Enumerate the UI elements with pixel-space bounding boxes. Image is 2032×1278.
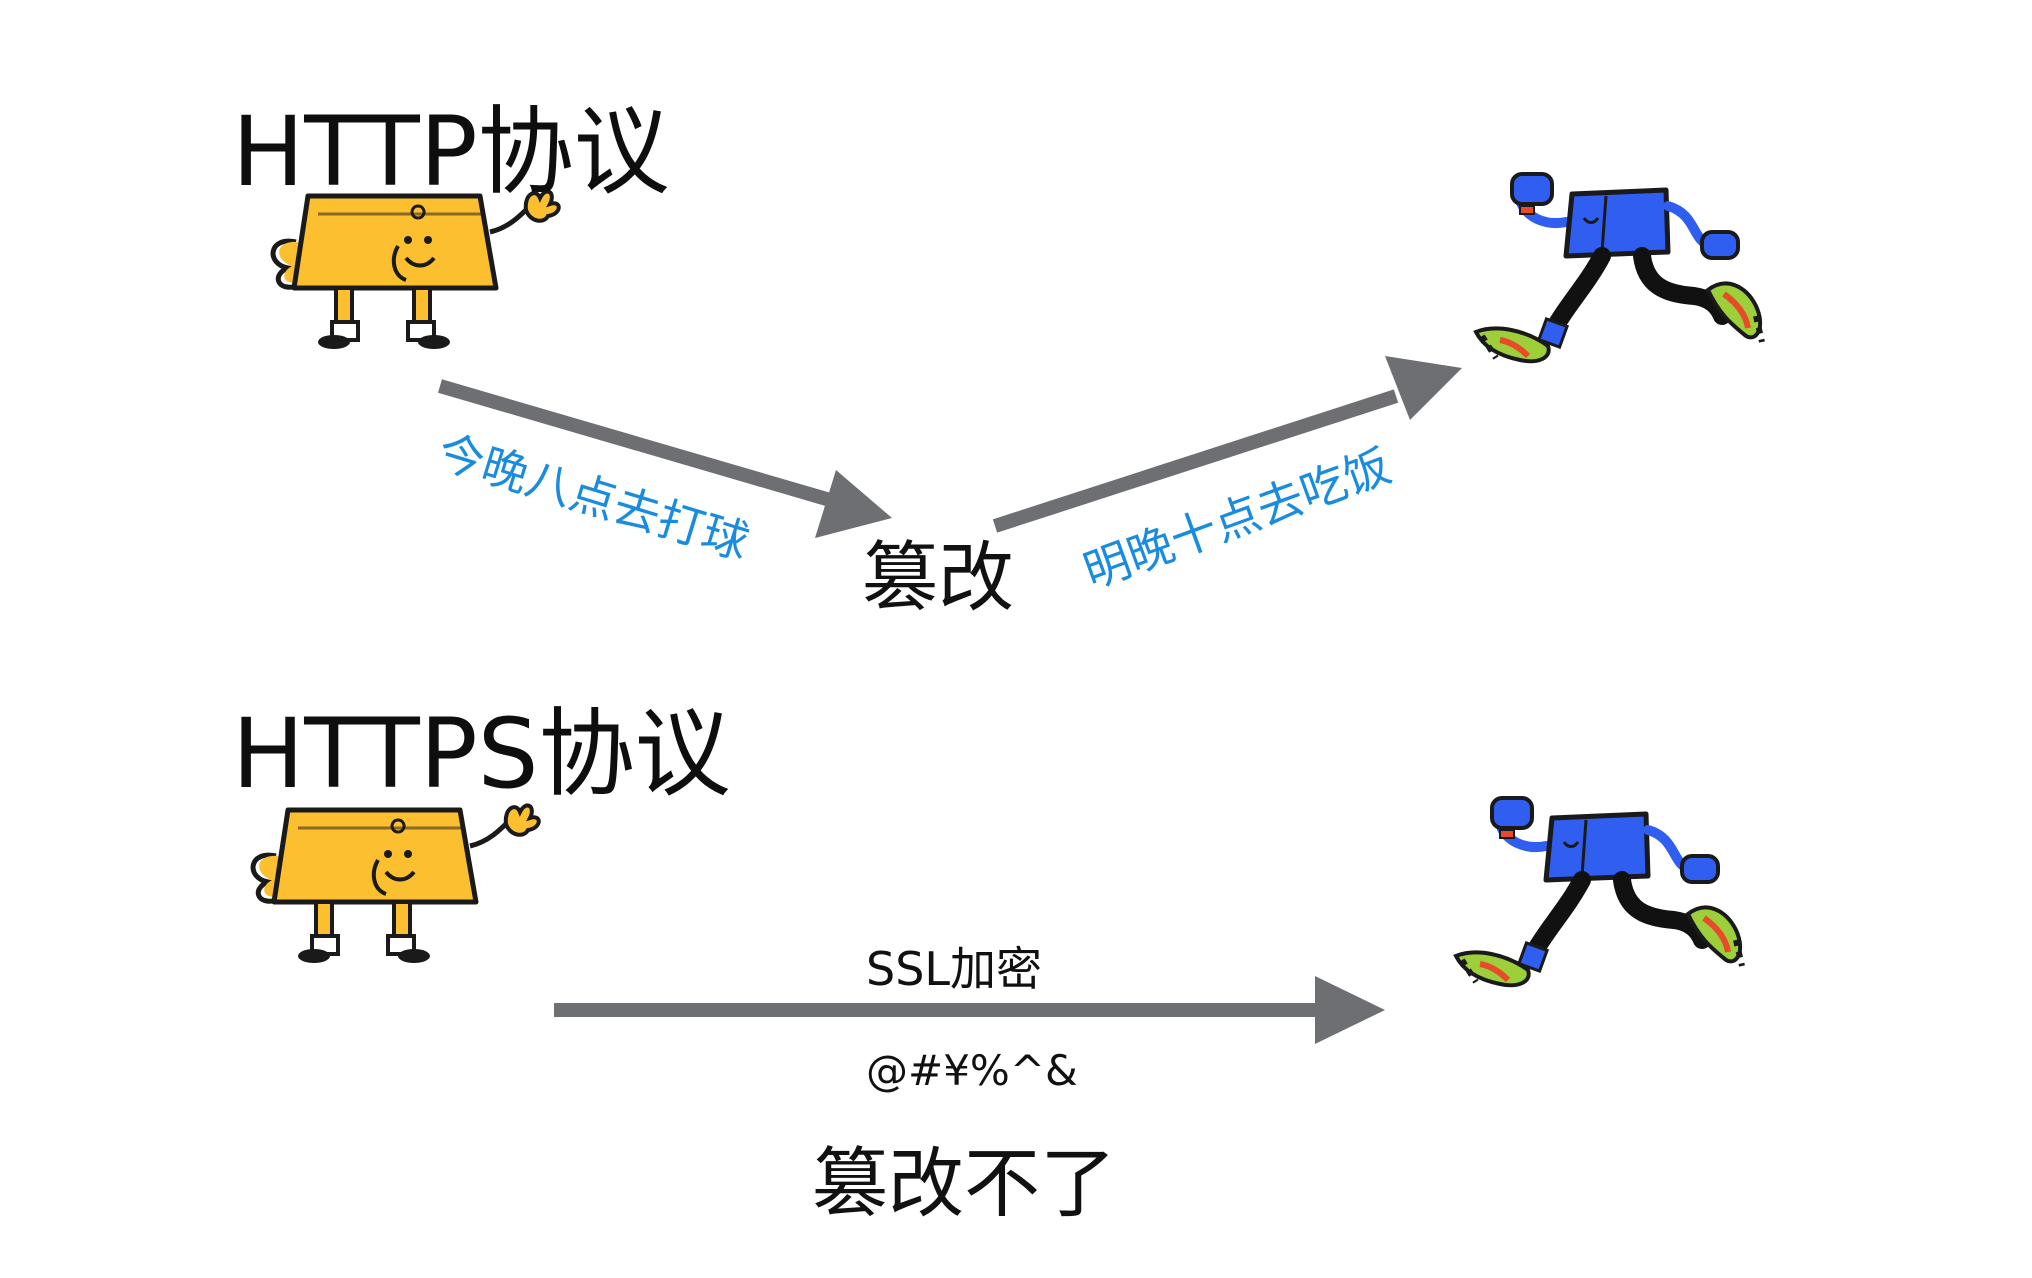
https-arrow-to-receiver — [554, 976, 1385, 1044]
http-arrow-to-tamper — [438, 379, 892, 538]
http-receiver-icon — [1476, 174, 1762, 361]
http-title: HTTP协议 — [232, 96, 670, 208]
http-arrow-to-receiver — [992, 356, 1462, 533]
https-sender-icon — [253, 805, 539, 963]
https-ciphertext: @#¥%^& — [866, 1046, 1078, 1095]
http-sender-icon — [273, 191, 559, 349]
https-result-label: 篡改不了 — [812, 1139, 1116, 1228]
https-title: HTTPS协议 — [232, 698, 731, 810]
https-encryption-label: SSL加密 — [866, 942, 1043, 996]
http-tamper-label: 篡改 — [862, 533, 1014, 622]
https-receiver-icon — [1456, 798, 1742, 985]
